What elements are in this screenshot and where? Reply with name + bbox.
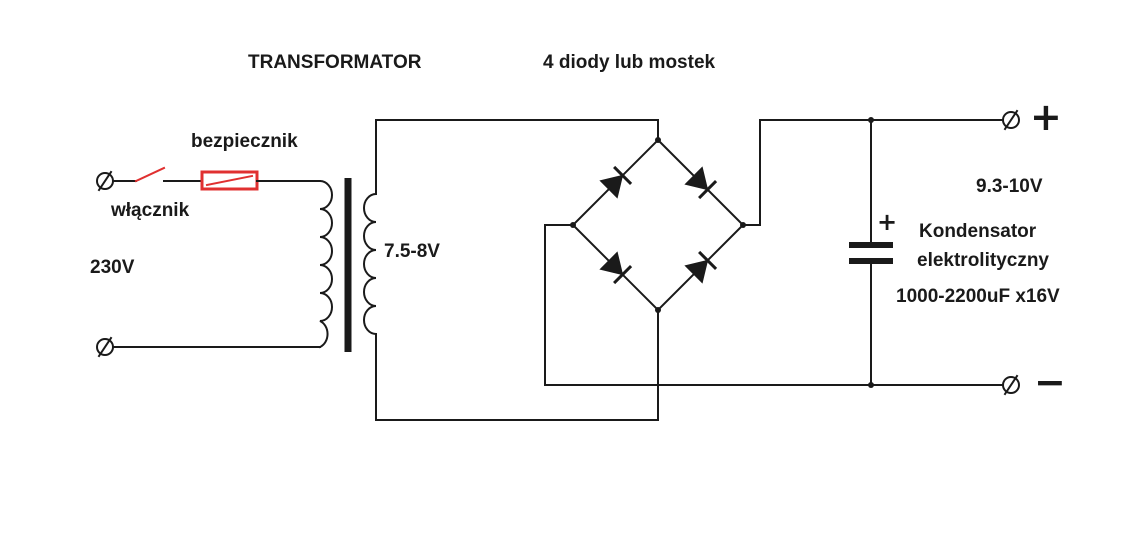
switch-symbol xyxy=(112,166,203,183)
diode-top-left xyxy=(599,165,633,199)
secondary-wire-top xyxy=(375,119,659,195)
negative-output-sign: − xyxy=(1034,360,1066,404)
diode-bottom-right xyxy=(684,250,718,284)
capacitor-label-line1: Kondensator xyxy=(919,221,1037,242)
secondary-wire-bottom xyxy=(375,309,659,421)
capacitor-value-label: 1000-2200uF x16V xyxy=(896,286,1060,307)
fuse-symbol xyxy=(200,170,259,191)
bridge-negative-wire xyxy=(544,224,1004,386)
capacitor-polarity-sign: + xyxy=(877,208,898,236)
bridge-outline xyxy=(571,138,745,312)
output-terminal-negative xyxy=(1002,374,1020,396)
secondary-voltage-label: 7.5-8V xyxy=(384,241,440,262)
positive-output-sign: + xyxy=(1030,95,1062,139)
output-terminal-positive xyxy=(1002,109,1020,131)
secondary-coil xyxy=(363,192,378,336)
junction-dot xyxy=(570,222,576,228)
fuse-label: bezpiecznik xyxy=(191,131,298,152)
junction-dot xyxy=(655,137,661,143)
diode-top-right xyxy=(684,166,718,200)
junction-dot xyxy=(868,117,874,123)
junction-dot xyxy=(868,382,874,388)
junction-dot xyxy=(655,307,661,313)
bridge-positive-wire xyxy=(742,119,1004,226)
switch-label: włącznik xyxy=(111,200,190,221)
diode-bottom-left xyxy=(599,251,633,285)
input-voltage-label: 230V xyxy=(90,257,135,278)
capacitor-label-line2: elektrolityczny xyxy=(917,250,1049,271)
output-voltage-label: 9.3-10V xyxy=(976,176,1043,197)
junction-dot xyxy=(740,222,746,228)
input-terminal-bottom xyxy=(96,336,114,358)
input-terminal-top xyxy=(96,170,114,192)
bridge-label: 4 diody lub mostek xyxy=(543,52,716,73)
primary-coil xyxy=(318,179,333,349)
transformer-label: TRANSFORMATOR xyxy=(248,52,422,73)
capacitor-symbol xyxy=(849,119,893,386)
